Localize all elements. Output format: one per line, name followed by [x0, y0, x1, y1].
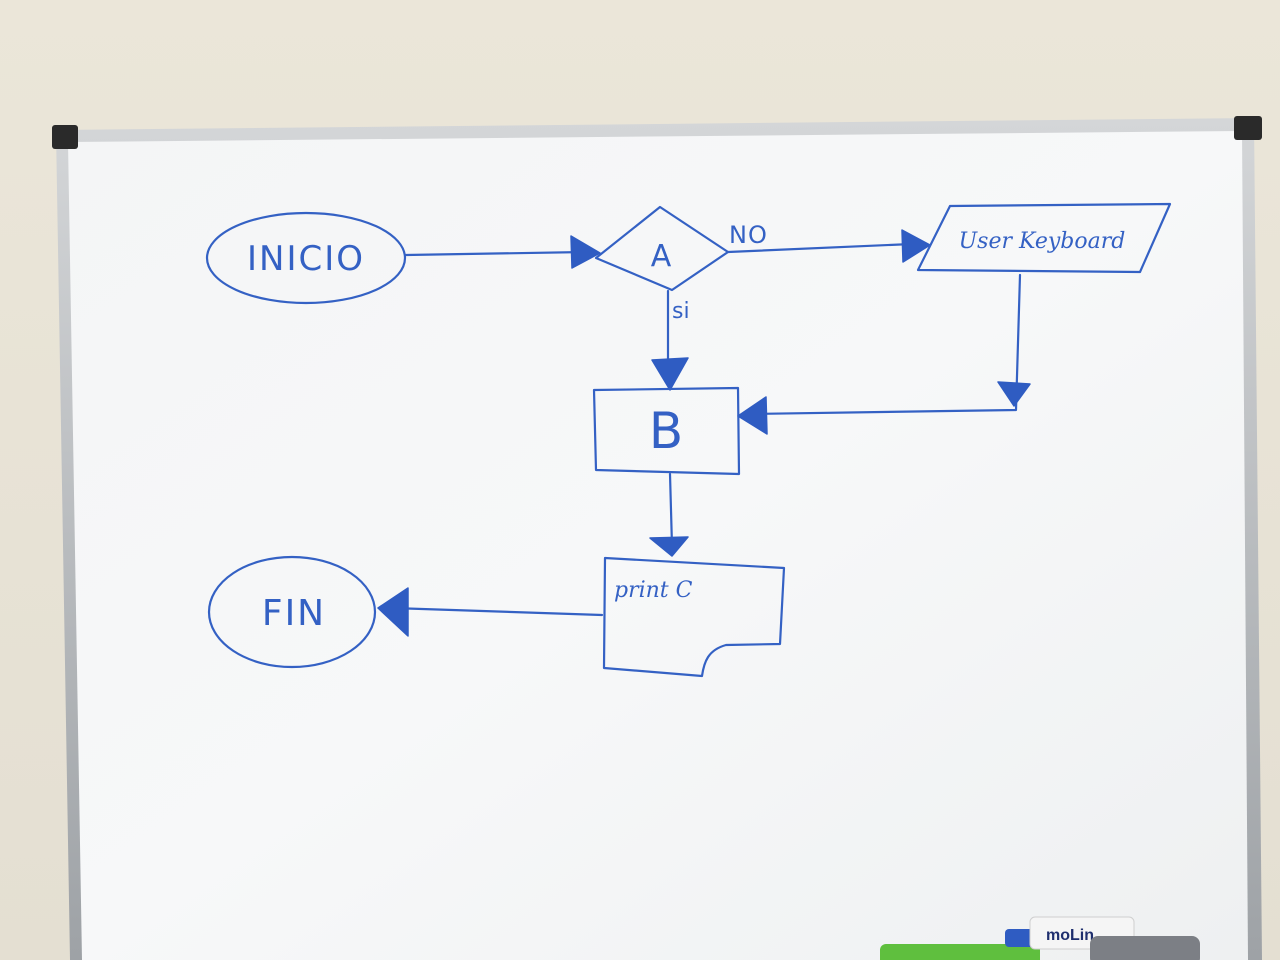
edge-decision-to-input: NO	[726, 221, 931, 263]
edge-line	[746, 273, 1022, 416]
start-ellipse	[205, 211, 407, 305]
output-label: print C	[614, 578, 693, 603]
arrowhead	[649, 536, 689, 557]
node-end: FIN	[207, 555, 377, 669]
edge-input-to-process	[737, 273, 1031, 435]
node-output: print C	[602, 556, 786, 678]
arrowhead	[377, 587, 409, 637]
arrowhead	[651, 357, 689, 391]
edge-line	[390, 606, 604, 617]
process-rectangle	[592, 386, 741, 476]
node-start: INICIO	[205, 211, 407, 305]
eraser-gray	[1090, 936, 1200, 960]
arrowhead-down	[997, 381, 1031, 407]
input-label: User Keyboard	[959, 229, 1126, 254]
edge-output-to-end	[377, 587, 604, 637]
edge-start-to-decision	[404, 235, 601, 269]
arrowhead	[901, 229, 931, 263]
edge-line	[404, 250, 588, 257]
arrowhead-left	[737, 396, 768, 435]
edge-label-no: NO	[729, 221, 768, 249]
input-parallelogram	[916, 202, 1172, 274]
marker-cap	[1005, 929, 1035, 947]
process-label: B	[649, 402, 683, 460]
node-decision: A	[594, 205, 730, 292]
frame-corner-right	[1234, 116, 1262, 140]
decision-diamond	[594, 205, 730, 292]
end-label: FIN	[262, 593, 326, 634]
edge-decision-to-process: si	[651, 289, 690, 391]
eraser	[880, 944, 1040, 960]
node-process: B	[592, 386, 741, 476]
edge-label-si: si	[672, 299, 690, 324]
node-input: User Keyboard	[916, 202, 1172, 274]
edge-process-to-output	[649, 472, 689, 557]
frame-corner-left	[52, 125, 78, 149]
decision-label: A	[651, 239, 672, 274]
edge-line	[726, 242, 914, 254]
end-ellipse	[207, 555, 377, 669]
start-label: INICIO	[247, 239, 365, 279]
output-document	[602, 556, 786, 678]
edge-line	[668, 472, 674, 548]
board-accessories: moLin	[880, 916, 1200, 960]
marker-brand: moLin	[1046, 927, 1094, 944]
arrowhead	[570, 235, 601, 269]
